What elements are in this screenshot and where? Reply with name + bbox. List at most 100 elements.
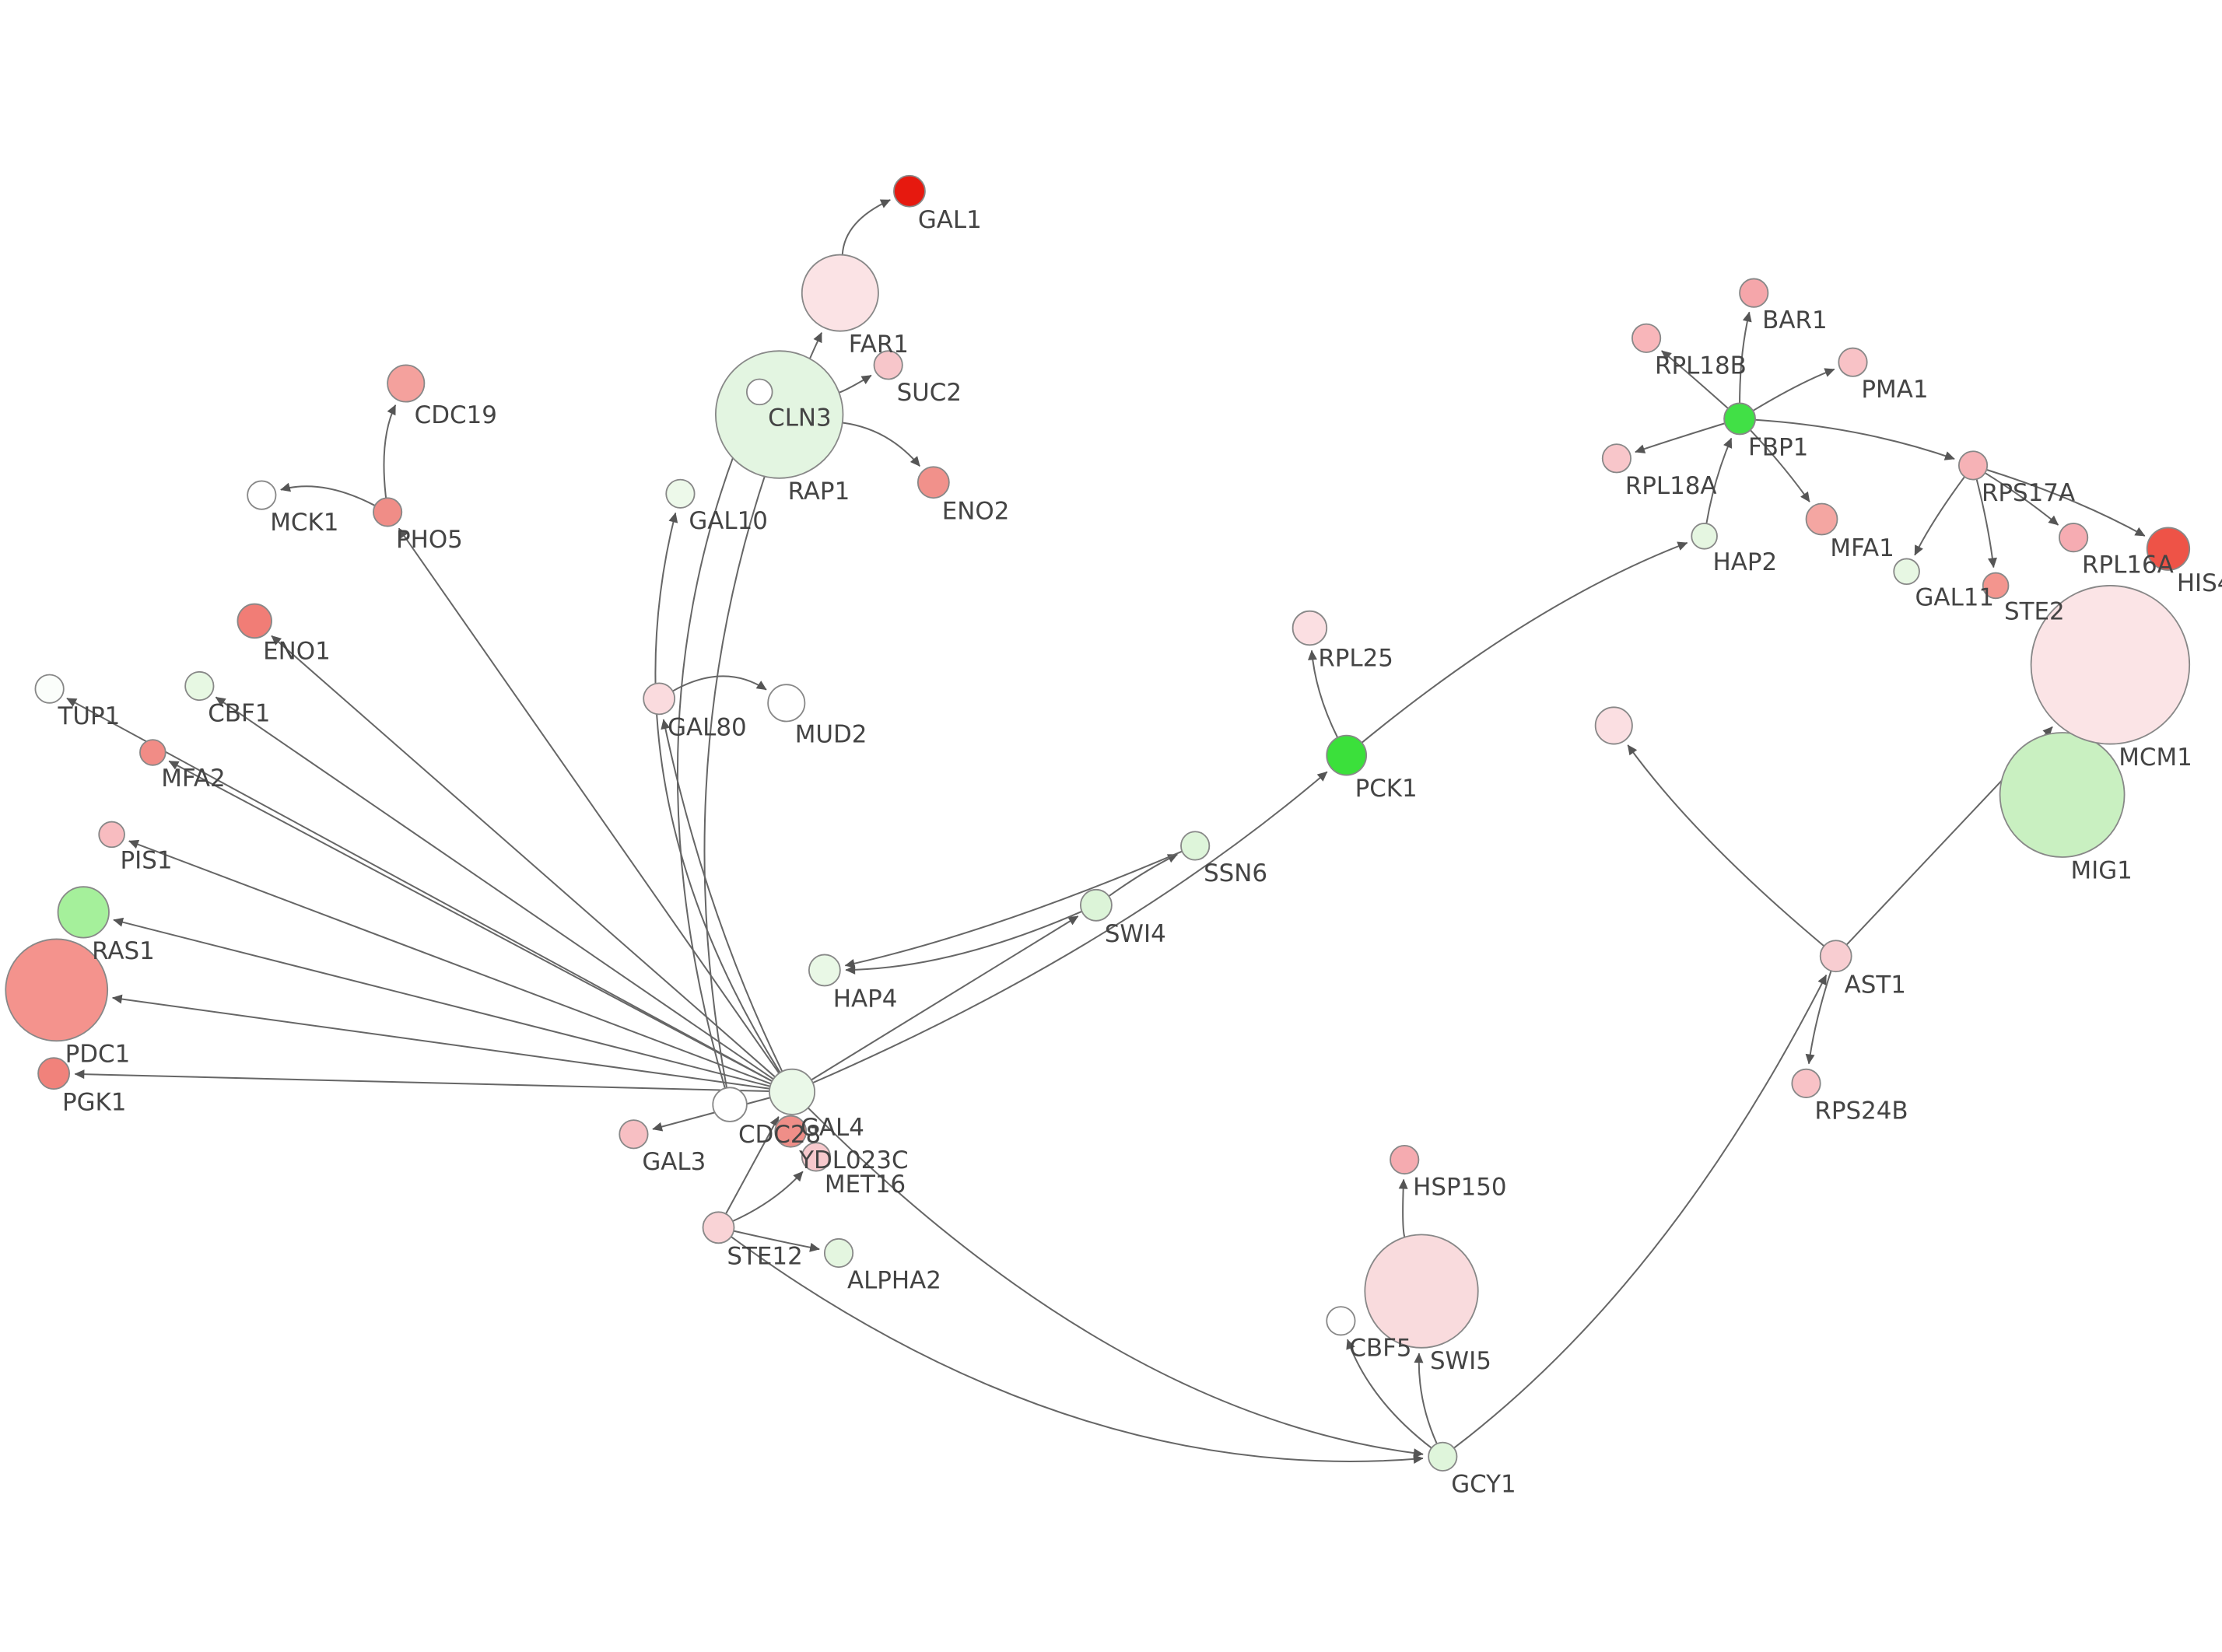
node-label-pma1: PMA1 — [1861, 376, 1928, 404]
node-fbp1[interactable] — [1723, 402, 1756, 436]
edge-gal4-swi4 — [811, 915, 1079, 1081]
node-label-pis1: PIS1 — [121, 847, 173, 875]
node-gal80[interactable] — [643, 682, 676, 716]
node-cbf1[interactable] — [184, 670, 215, 702]
node-hap2[interactable] — [1691, 523, 1718, 550]
node-label-pho5: PHO5 — [396, 526, 463, 554]
node-label-pdc1: PDC1 — [65, 1041, 131, 1069]
node-cdc19[interactable] — [387, 364, 426, 403]
node-label-pck1: PCK1 — [1355, 775, 1418, 803]
node-gal4[interactable] — [769, 1068, 816, 1115]
edge-gal4-ras1 — [113, 917, 771, 1087]
node-ras1[interactable] — [57, 886, 110, 939]
node-his4[interactable] — [2146, 527, 2191, 571]
node-eno1[interactable] — [237, 603, 272, 639]
node-label-cdc19: CDC19 — [415, 401, 497, 429]
edge-ssn6-hap4 — [844, 850, 1183, 968]
node-label-rpl16a: RPL16A — [2082, 551, 2174, 579]
node-label-tup1: TUP1 — [58, 702, 121, 730]
node-ssn6[interactable] — [1180, 831, 1211, 861]
node-label-gal4: GAL4 — [801, 1114, 864, 1142]
node-pho5[interactable] — [373, 497, 403, 527]
node-hap4[interactable] — [808, 954, 841, 987]
edge-gal4-gal80 — [661, 719, 783, 1073]
node-pis1[interactable] — [98, 821, 125, 849]
edge-gal4-pck1 — [812, 771, 1328, 1084]
node-cdc28[interactable] — [712, 1087, 748, 1122]
edge-swi4-hap4 — [845, 910, 1082, 975]
node-rps17a[interactable] — [1957, 450, 1989, 481]
node-suc2[interactable] — [873, 350, 903, 380]
node-gal1[interactable] — [893, 174, 926, 208]
node-gal3[interactable] — [619, 1119, 649, 1150]
node-label-ste12: STE12 — [727, 1243, 802, 1271]
edge-fbp1-rpl18b — [1661, 350, 1729, 409]
node-label-ast1: AST1 — [1845, 971, 1906, 999]
edge-gal4-pdc1 — [111, 994, 770, 1090]
edge-gal4-cbf1 — [215, 696, 774, 1080]
node-rpl16a[interactable] — [2059, 523, 2089, 553]
node-label-gal80: GAL80 — [668, 714, 747, 742]
node-mfa2[interactable] — [139, 739, 166, 766]
node-alpha2[interactable] — [823, 1237, 854, 1269]
node-cbf5[interactable] — [1326, 1306, 1356, 1336]
node-label-ras1: RAS1 — [92, 937, 155, 965]
edge-rps17a-gal11 — [1914, 476, 1965, 556]
node-pma1[interactable] — [1838, 347, 1868, 377]
node-label-pgk1: PGK1 — [62, 1088, 126, 1116]
edges-layer — [66, 199, 2146, 1464]
node-mck1[interactable] — [247, 480, 277, 510]
edge-gal4-pho5 — [398, 527, 780, 1074]
edge-pho5-cdc19 — [383, 404, 397, 499]
node-hsp150[interactable] — [1390, 1144, 1420, 1175]
node-gal11[interactable] — [1893, 558, 1920, 586]
node-label-bar1: BAR1 — [1762, 306, 1827, 334]
node-rpl18b[interactable] — [1631, 323, 1662, 353]
node-label-cdc28: CDC28 — [738, 1121, 821, 1149]
node-bar1[interactable] — [1739, 278, 1769, 308]
edge-fbp1-bar1 — [1739, 311, 1752, 404]
node-cln3[interactable] — [745, 378, 773, 406]
node-gcy1[interactable] — [1428, 1441, 1458, 1472]
node-pck1[interactable] — [1326, 734, 1368, 776]
node-label-gal3: GAL3 — [642, 1148, 706, 1176]
node-tup1[interactable] — [34, 674, 65, 704]
node-rpl18a[interactable] — [1601, 443, 1632, 474]
node-pgk1[interactable] — [37, 1057, 70, 1090]
edge-gcy1-ast1 — [1453, 974, 1828, 1449]
node-met16[interactable] — [801, 1142, 832, 1172]
node-swi5[interactable] — [1364, 1234, 1479, 1349]
node-rap1[interactable] — [714, 350, 844, 479]
edge-ste12-met16 — [732, 1171, 804, 1223]
edge-gal4-gcy1 — [807, 1107, 1424, 1458]
node-mud2[interactable] — [767, 684, 806, 723]
node-mcm1[interactable] — [2030, 585, 2191, 745]
node-rps24b[interactable] — [1791, 1068, 1821, 1098]
node-swi4[interactable] — [1080, 888, 1113, 922]
node-ydl023c[interactable] — [774, 1115, 808, 1148]
node-label-rpl18a: RPL18A — [1625, 472, 1717, 500]
node-far1[interactable] — [801, 254, 879, 332]
node-ste2[interactable] — [1982, 572, 2010, 600]
node-unlabeled[interactable] — [1594, 706, 1633, 745]
node-label-mck1: MCK1 — [270, 509, 338, 537]
edge-gal4-gal3 — [652, 1097, 771, 1132]
node-pdc1[interactable] — [5, 938, 109, 1042]
node-label-cbf5: CBF5 — [1349, 1335, 1411, 1363]
node-rpl25[interactable] — [1291, 610, 1328, 646]
node-ste12[interactable] — [702, 1211, 735, 1244]
node-label-rps17a: RPS17A — [1982, 479, 2075, 507]
node-ast1[interactable] — [1819, 940, 1852, 973]
node-label-hsp150: HSP150 — [1413, 1173, 1506, 1201]
node-label-ssn6: SSN6 — [1204, 859, 1267, 887]
edge-gcy1-swi5 — [1414, 1353, 1438, 1444]
node-label-rpl25: RPL25 — [1318, 645, 1393, 673]
node-gal10[interactable] — [665, 478, 696, 509]
edge-pho5-mck1 — [280, 482, 376, 506]
node-mig1[interactable] — [1999, 732, 2126, 858]
node-eno2[interactable] — [916, 466, 950, 499]
edge-gcy1-cbf5 — [1346, 1339, 1432, 1449]
node-mfa1[interactable] — [1805, 502, 1838, 536]
